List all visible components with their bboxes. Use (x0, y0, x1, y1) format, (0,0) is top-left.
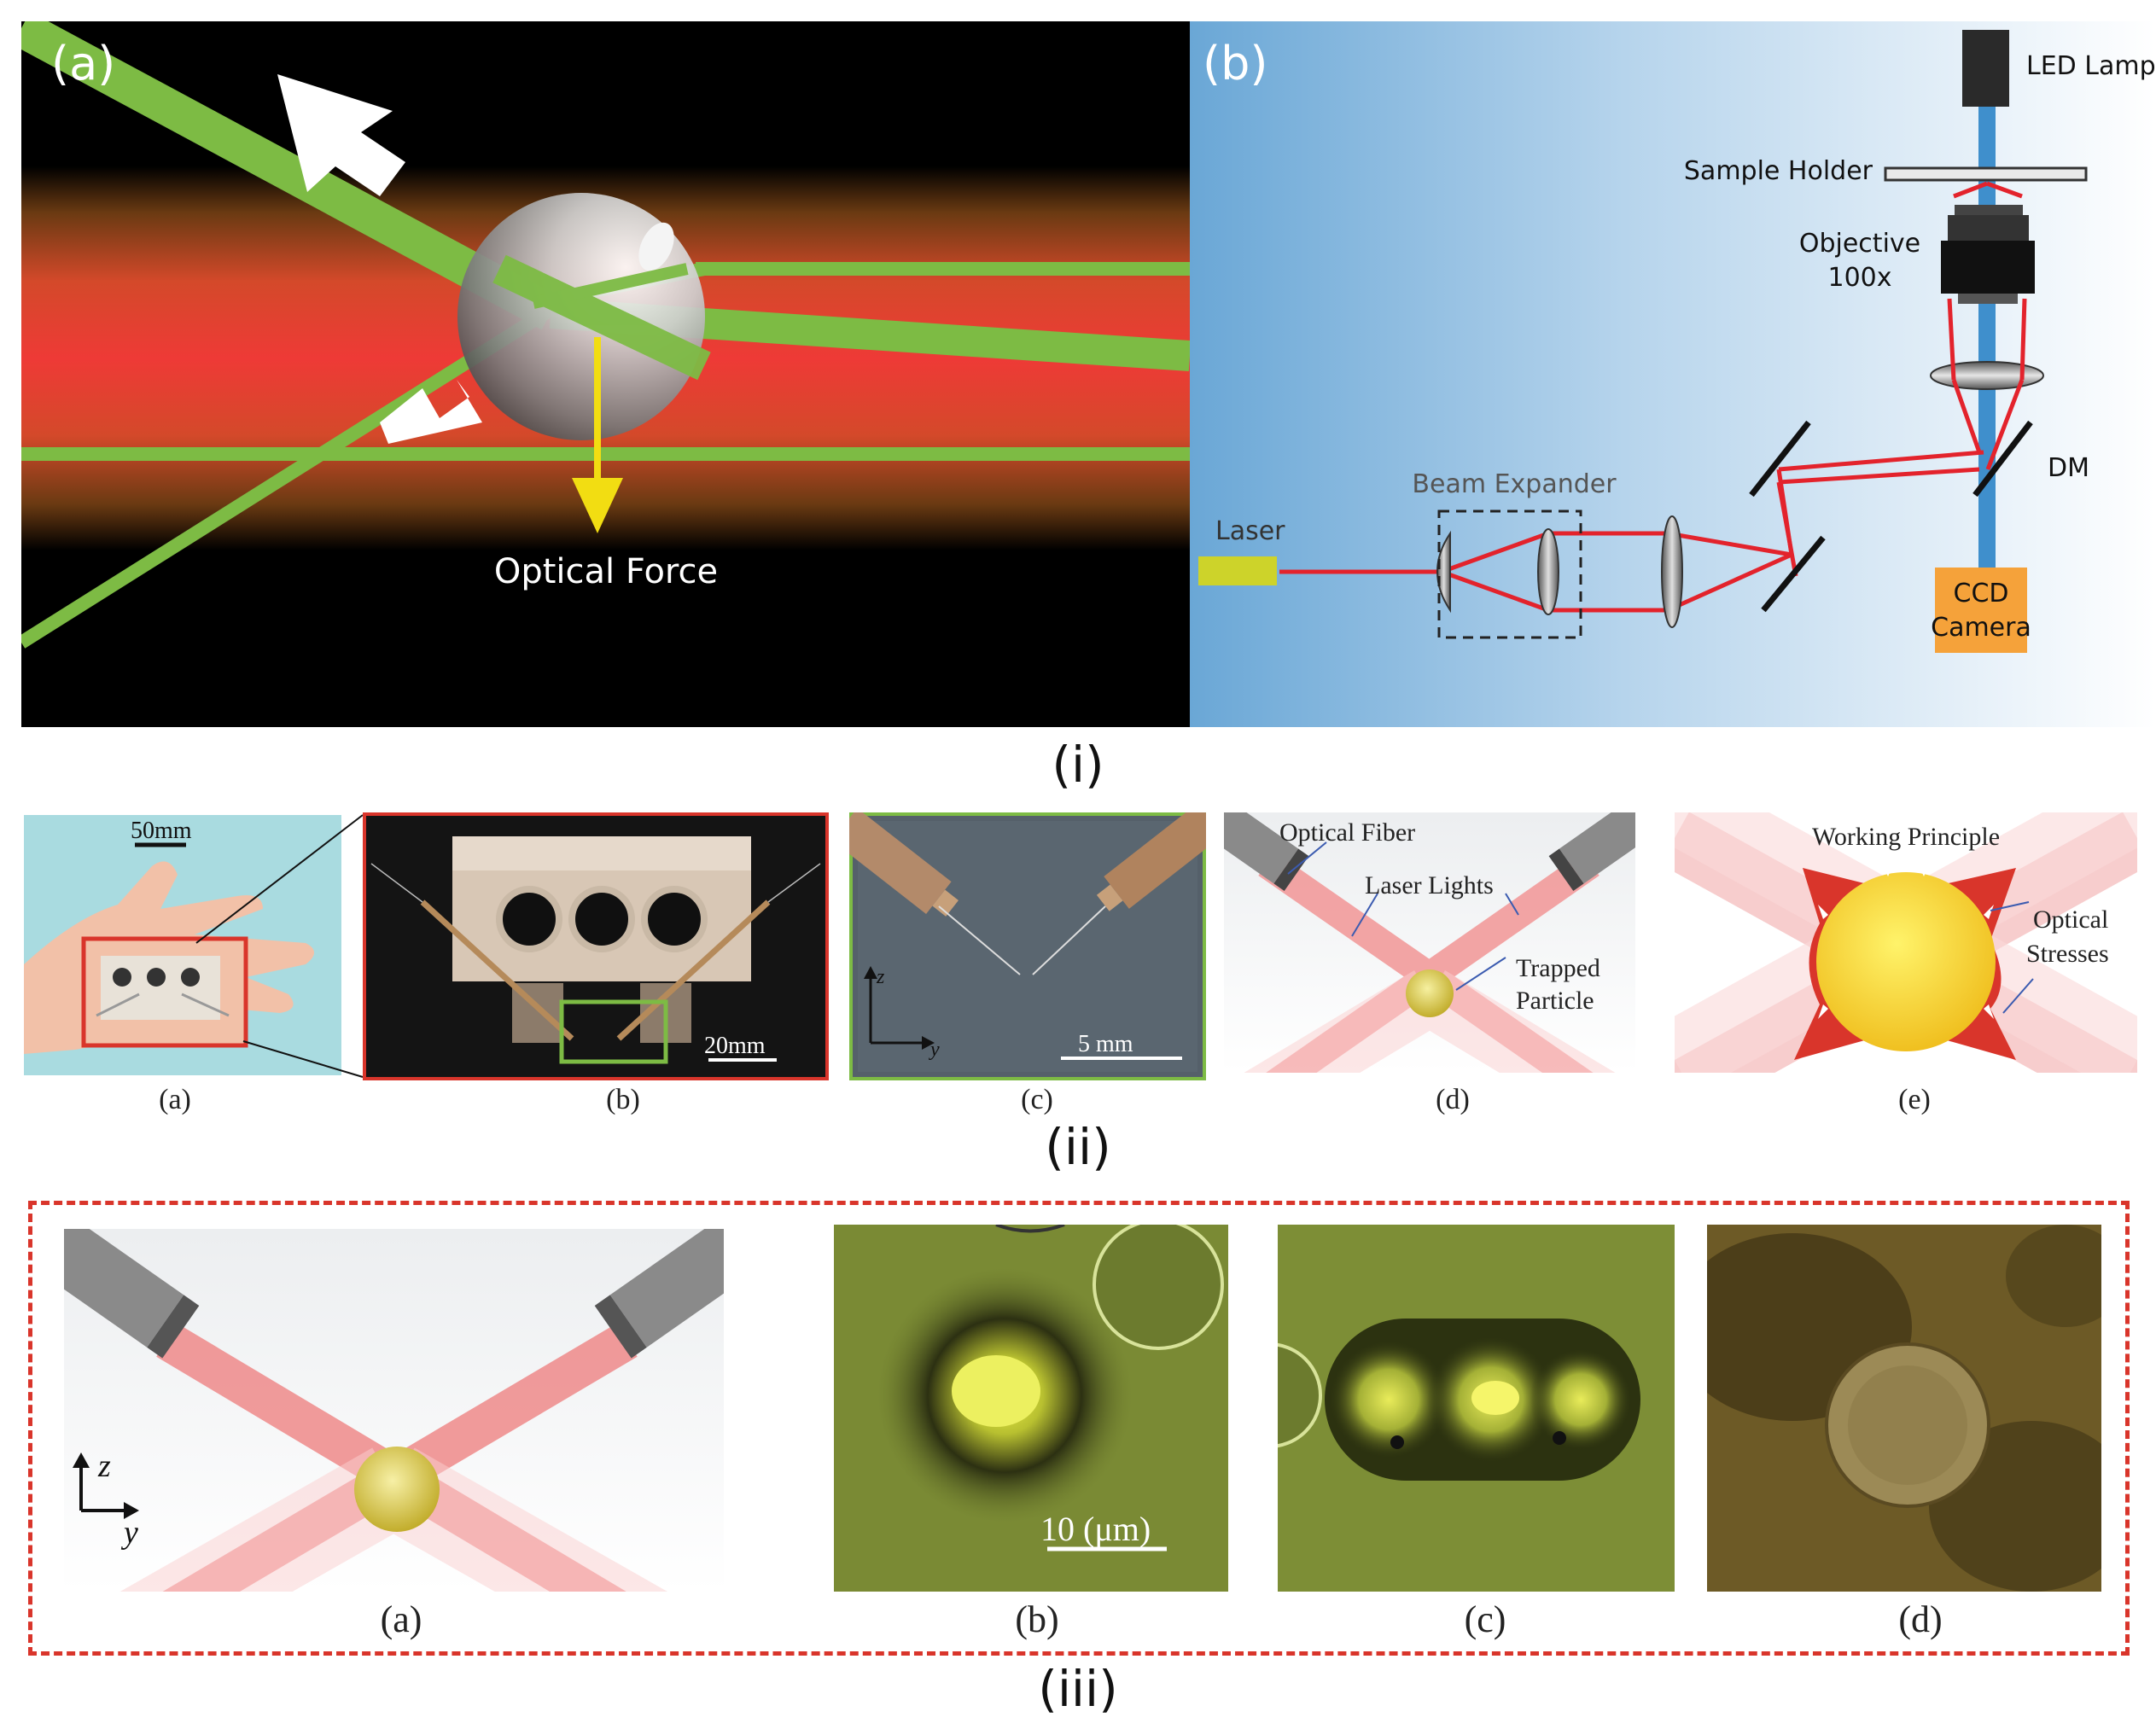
trapped-label-1: Trapped (1516, 954, 1600, 982)
scale-10um: 10 (μm) (1040, 1510, 1151, 1548)
sample-holder-label: Sample Holder (1684, 156, 1873, 186)
dm-label: DM (2048, 453, 2089, 483)
scale-20mm: 20mm (704, 1033, 766, 1059)
panel-i-b: (b) LED Lamp Sample Holder Objective 100… (1190, 21, 2156, 727)
beam-expander-label: Beam Expander (1412, 469, 1617, 499)
ccd-label-1: CCD (1954, 579, 2009, 608)
axis-y-iii: y (120, 1515, 138, 1551)
panel-iii-a: z y (28, 1211, 766, 1710)
caption-iii-b: (b) (1015, 1598, 1059, 1640)
optical-force-label: Optical Force (494, 552, 718, 591)
panel-ii-c: z y 5 mm (831, 802, 1224, 1084)
stresses-label-2: Stresses (2026, 940, 2109, 968)
section-iii-frame (28, 1201, 2130, 1656)
caption-ii-b: (b) (606, 1084, 640, 1115)
panel-ii-a: 50mm (24, 815, 341, 1075)
caption-ii-e: (e) (1898, 1084, 1931, 1115)
caption-iii-a: (a) (380, 1598, 422, 1640)
working-principle-label: Working Principle (1812, 823, 2000, 851)
panel-iii-d (1673, 1225, 2134, 1592)
panel-i-a-label: (a) (51, 37, 115, 90)
optical-fiber-label: Optical Fiber (1279, 818, 1415, 847)
caption-iii-d: (d) (1898, 1598, 1943, 1640)
panel-ii-e: Working Principle Optical Stresses (1656, 770, 2156, 1121)
panel-iii-b: 10 (μm) (834, 1219, 1228, 1592)
panel-ii-d: Optical Fiber Laser Lights Trapped Parti… (1197, 795, 1661, 1145)
axis-z-ii: z (876, 966, 885, 988)
laser-label: Laser (1215, 516, 1285, 546)
objective-label-2: 100x (1827, 263, 1891, 293)
laser-lights-label: Laser Lights (1365, 871, 1494, 899)
section-iii-label: (iii) (1038, 1660, 1118, 1718)
led-lamp-label: LED Lamp (2026, 51, 2155, 81)
axis-z-iii: z (97, 1448, 111, 1484)
scale-50mm: 50mm (131, 818, 192, 844)
panel-ii-b: 20mm (359, 809, 832, 1084)
stresses-label-1: Optical (2033, 905, 2108, 934)
caption-ii-d: (d) (1436, 1084, 1470, 1115)
objective-label-1: Objective (1799, 229, 1920, 259)
panel-i-b-label: (b) (1203, 37, 1267, 90)
trapped-label-2: Particle (1516, 987, 1594, 1015)
panel-i-a: (a) Optical Force (12, 11, 1192, 727)
caption-iii-c: (c) (1464, 1598, 1506, 1640)
panel-iii-c (1216, 1225, 1675, 1592)
section-ii-label: (ii) (1045, 1118, 1111, 1176)
caption-ii-a: (a) (159, 1084, 191, 1115)
section-i-label: (i) (1052, 736, 1104, 794)
caption-ii-c: (c) (1021, 1084, 1053, 1115)
axis-y-ii: y (929, 1039, 940, 1061)
scale-5mm: 5 mm (1078, 1031, 1133, 1057)
ccd-label-2: Camera (1931, 613, 2031, 643)
